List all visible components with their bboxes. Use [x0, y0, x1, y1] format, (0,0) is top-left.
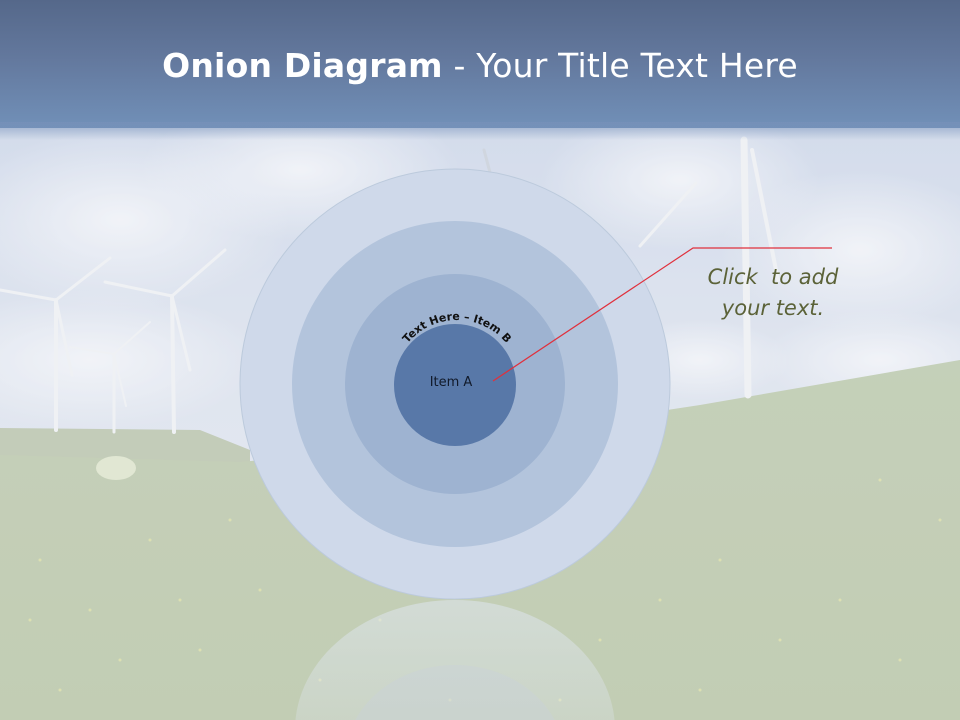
- slide-title[interactable]: Onion Diagram - Your Title Text Here: [0, 44, 960, 88]
- slide-title-rest: - Your Title Text Here: [442, 46, 798, 85]
- callout-text-line1: Click to add: [707, 265, 839, 289]
- callout-text-line2: your text.: [721, 296, 825, 320]
- title-band-fade: [0, 122, 960, 140]
- callout-text-placeholder[interactable]: Click to add your text.: [668, 262, 878, 324]
- onion-core-a[interactable]: Item A: [394, 324, 516, 446]
- slide-title-bold: Onion Diagram: [162, 46, 443, 85]
- diagram-reflection: [295, 600, 615, 720]
- callout-connector-line: [492, 247, 832, 382]
- title-band: [0, 0, 960, 128]
- core-a-label: Item A: [430, 375, 473, 390]
